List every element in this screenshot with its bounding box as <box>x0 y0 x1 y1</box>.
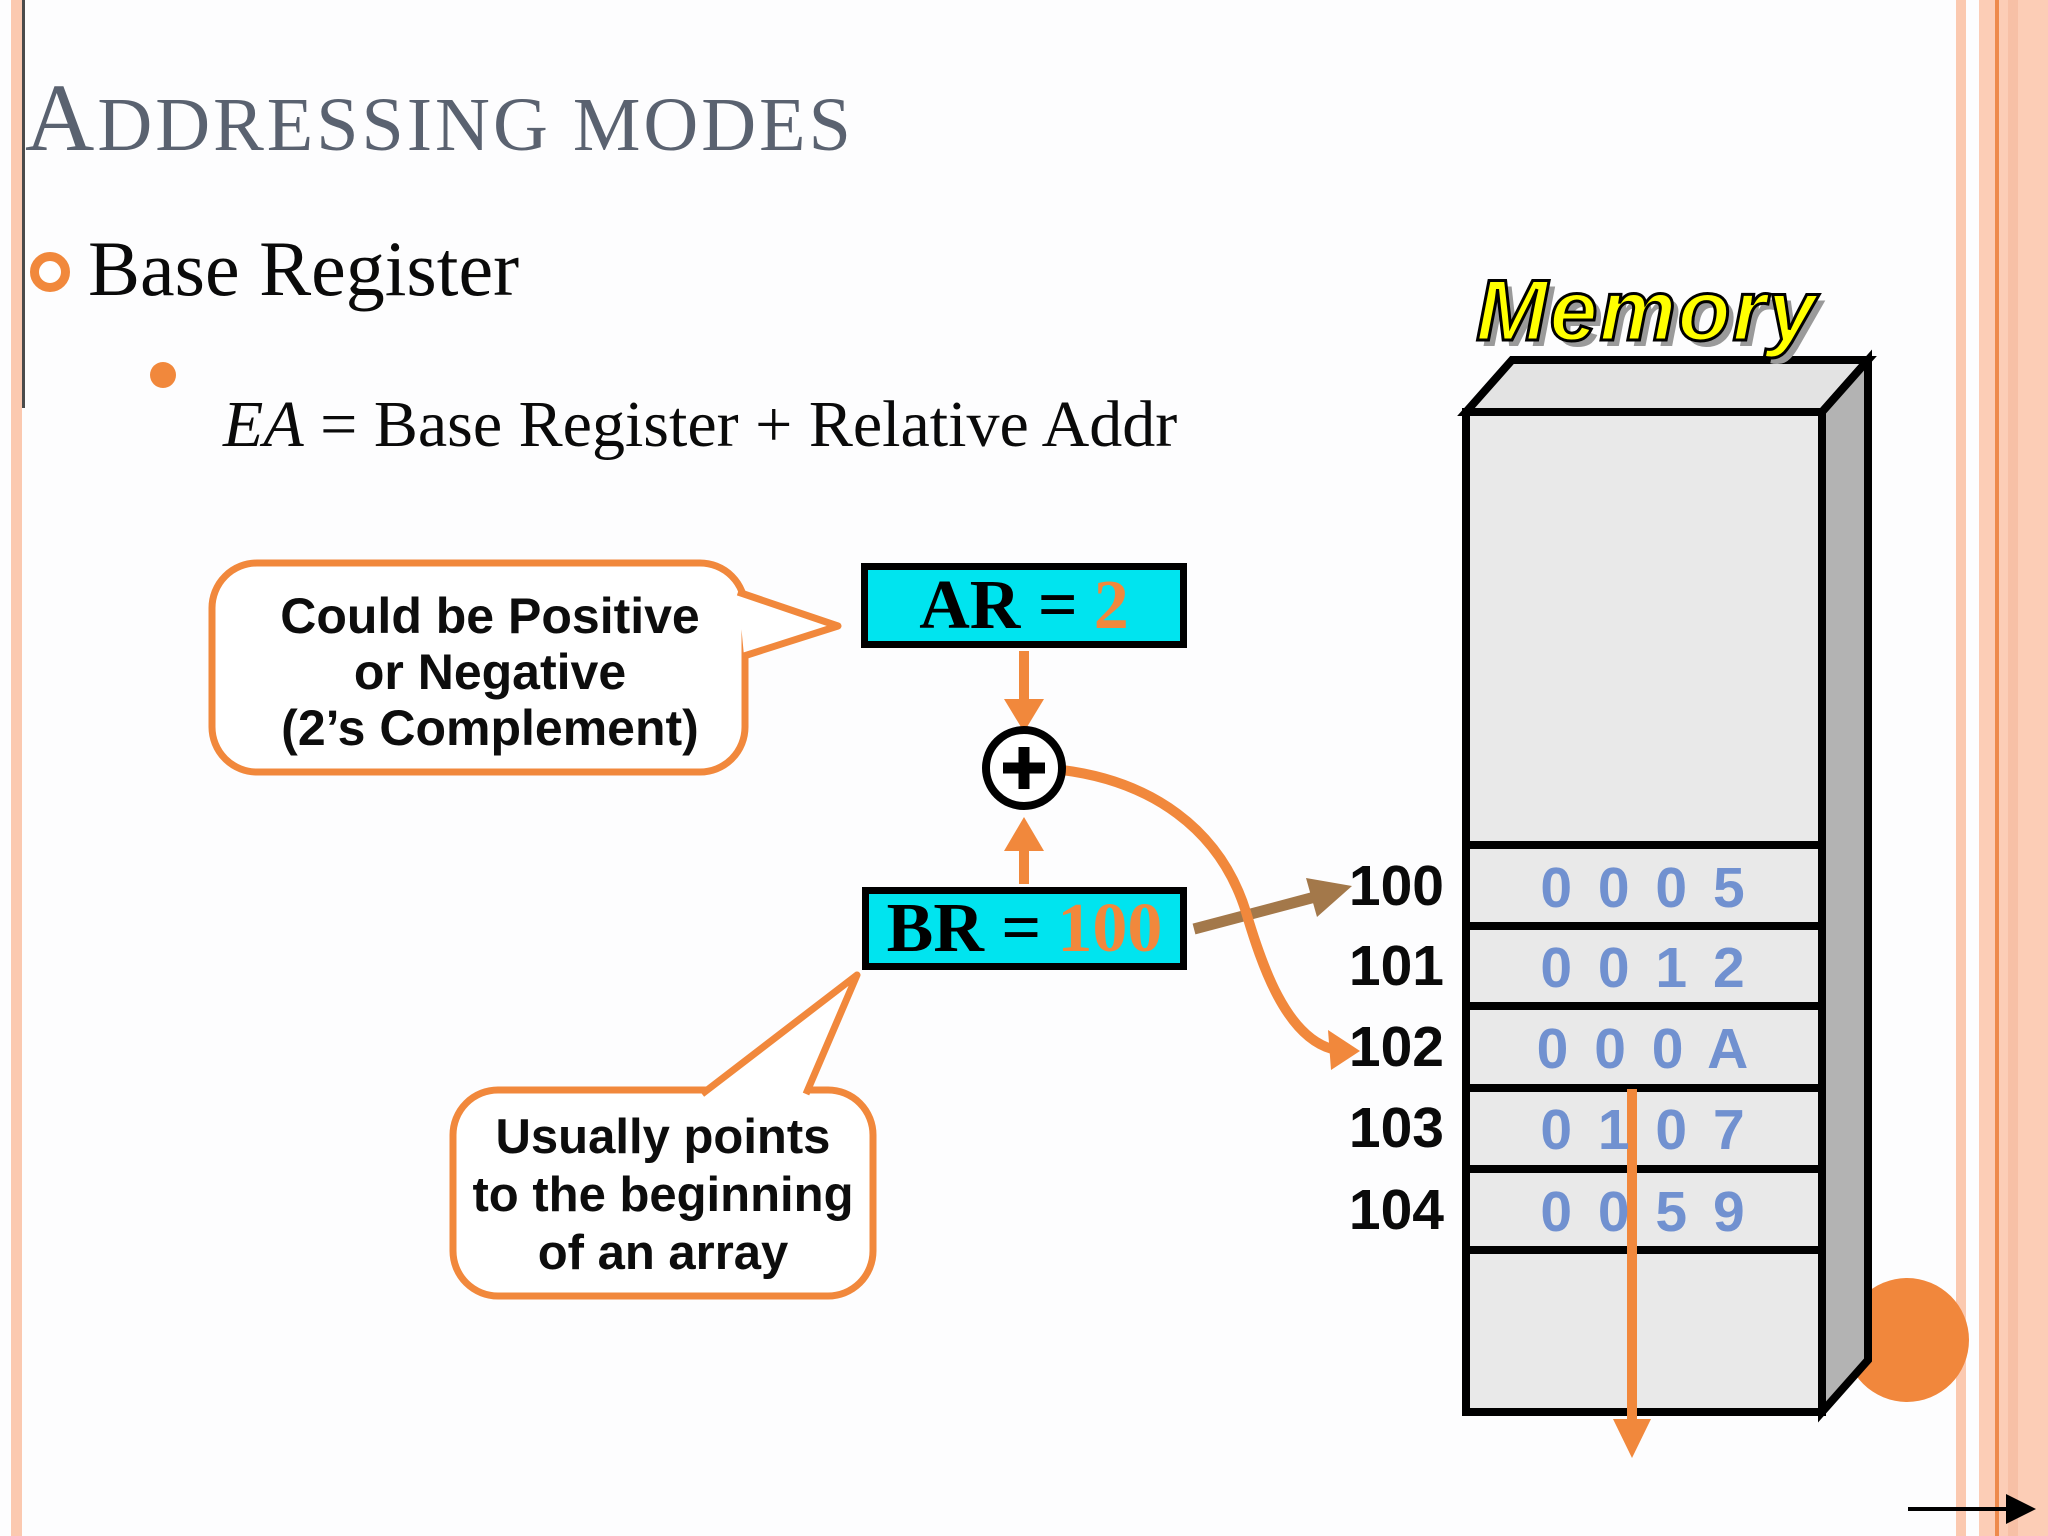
memory-block <box>1457 349 1877 1423</box>
memory-cell-value: 0 0 5 9 <box>1540 1180 1750 1244</box>
page-title-initial: A <box>25 64 98 171</box>
callout-array-line: Usually points <box>495 1110 831 1164</box>
right-border-stripe-thin <box>1956 0 1966 1536</box>
right-border-inner-band <box>2008 0 2018 1536</box>
br-register-box: BR =100 <box>862 887 1187 970</box>
br-to-address-100-arrow <box>1192 878 1352 935</box>
memory-address: 103 <box>1348 1096 1444 1160</box>
memory-label: Memory <box>1475 262 1818 361</box>
br-to-adder-arrow <box>1004 817 1044 884</box>
callout-array-shape <box>449 971 877 1300</box>
callout-array-line: to the beginning <box>472 1168 854 1222</box>
memory-side-face <box>1818 349 1872 1423</box>
memory-row-separators <box>1466 841 1822 1254</box>
callout-positive-line: Could be Positive <box>280 588 700 644</box>
memory-address: 100 <box>1348 854 1444 918</box>
next-slide-arrow-icon <box>1908 1494 2036 1524</box>
callout-positive-shape <box>208 559 842 776</box>
callout-array-line: of an array <box>537 1226 789 1280</box>
effective-address-formula: EA = Base Register + Relative Addr <box>190 326 1177 458</box>
callout-positive-line: (2’s Complement) <box>281 700 699 756</box>
memory-address: 102 <box>1348 1015 1444 1079</box>
formula-rest: = Base Register + Relative Addr <box>303 388 1178 461</box>
left-border-stripe <box>11 0 22 1536</box>
adder-to-address-102-arrow <box>1061 765 1360 1070</box>
right-border-accent-line <box>1995 0 1999 1536</box>
ar-to-adder-arrow <box>1004 651 1044 732</box>
callout-positive: Could be Positive or Negative (2’s Compl… <box>212 588 768 756</box>
callout-positive-tail <box>736 588 842 660</box>
bullet-base-register: Base Register <box>88 225 520 312</box>
adder-plus-circle-icon <box>982 726 1066 810</box>
formula-ea-symbol: EA <box>223 388 304 461</box>
memory-cell-value: 0 0 1 2 <box>1540 936 1750 1000</box>
memory-address: 101 <box>1348 934 1444 998</box>
sub-bullet-dot-icon <box>150 362 176 388</box>
page-title: ADDRESSING MODES <box>25 70 854 166</box>
br-register-value: 100 <box>1057 889 1163 967</box>
ar-register-box: AR =2 <box>861 563 1187 648</box>
memory-cell-value: 0 1 0 7 <box>1540 1098 1750 1162</box>
left-accent-line <box>22 0 25 408</box>
memory-walk-down-arrow <box>1613 1089 1651 1458</box>
bullet-ring-icon <box>30 252 70 292</box>
memory-front-face <box>1462 408 1826 1416</box>
memory-cell-value: 0 0 0 A <box>1536 1017 1754 1081</box>
br-register-label: BR = <box>886 889 1042 967</box>
ar-register-label: AR = <box>919 566 1078 644</box>
page-title-rest: DDRESSING MODES <box>97 83 854 167</box>
memory-top-face <box>1457 356 1877 416</box>
memory-cell-value: 0 0 0 5 <box>1540 856 1750 920</box>
callout-array-tail <box>699 971 861 1097</box>
memory-address: 104 <box>1348 1178 1444 1242</box>
callout-positive-line: or Negative <box>353 644 627 700</box>
ar-register-value: 2 <box>1093 566 1129 644</box>
callout-array: Usually points to the beginning of an ar… <box>453 1108 873 1282</box>
